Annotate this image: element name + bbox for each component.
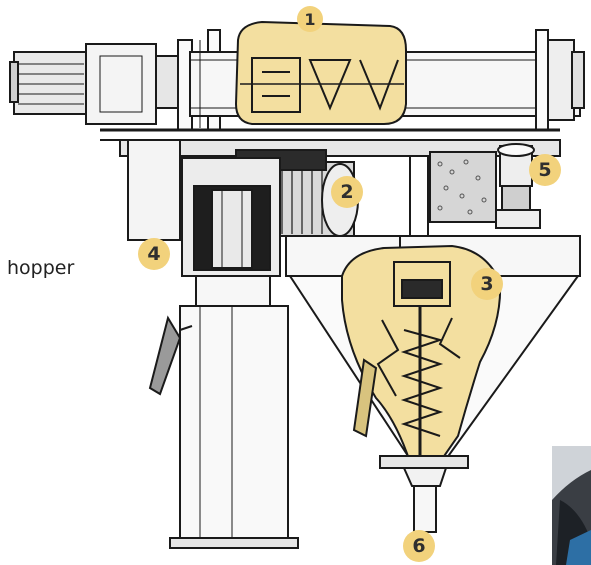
level-sensor [429,151,497,223]
stirrer-highlight [234,20,407,125]
callout-4: 4 [138,238,170,270]
photo-inset [552,446,591,565]
hopper-label: hopper [7,257,75,279]
hopper-agitator-highlight [341,244,502,463]
callout-1: 1 [297,6,323,32]
callout-3: 3 [471,268,503,300]
support-column [127,139,299,549]
callout-5: 5 [529,154,561,186]
callout-6: 6 [403,530,435,562]
gearbox [85,43,157,125]
discharge-outlet [379,455,469,533]
callout-2: 2 [331,176,363,208]
drive-motor [13,51,87,115]
